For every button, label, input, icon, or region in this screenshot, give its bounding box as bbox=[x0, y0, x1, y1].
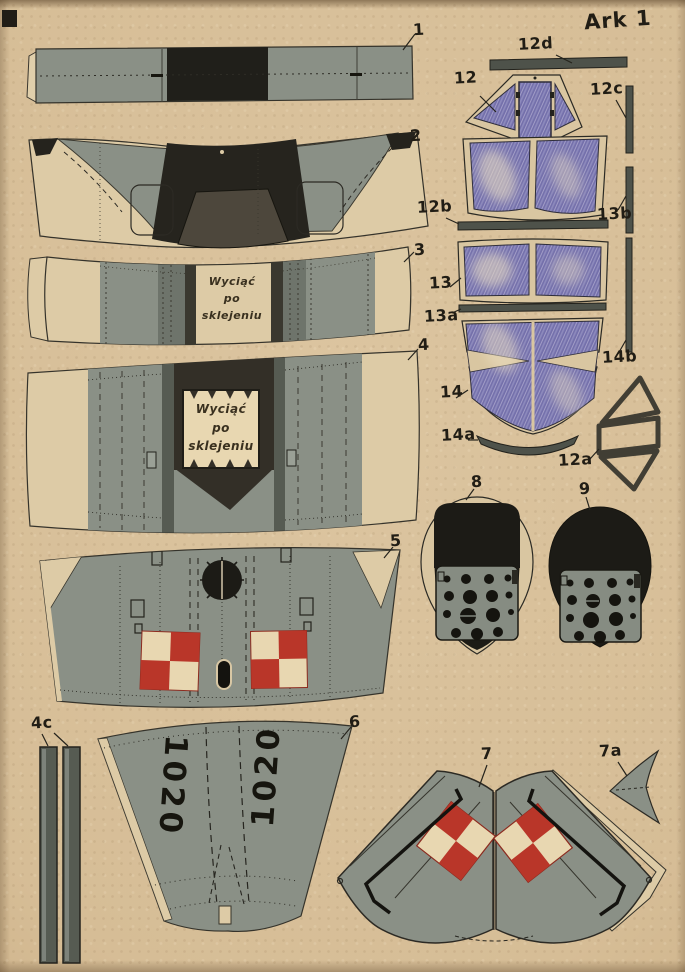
leader-9 bbox=[585, 496, 591, 511]
part-5-turret-circle bbox=[200, 557, 244, 600]
leader-12c bbox=[615, 99, 627, 119]
part-13 bbox=[449, 238, 609, 304]
part-label-13: 13 bbox=[428, 272, 453, 293]
part-label-12b: 12b bbox=[416, 196, 453, 217]
part-14a bbox=[468, 434, 580, 456]
part-label-12a: 12a bbox=[557, 449, 594, 470]
part-label-12c: 12c bbox=[589, 78, 624, 99]
part-label-6: 6 bbox=[348, 711, 362, 732]
part-label-12d: 12d bbox=[517, 33, 554, 54]
part-label-4c: 4c bbox=[30, 712, 54, 733]
part-label-8: 8 bbox=[470, 471, 484, 492]
part-14b bbox=[617, 237, 633, 355]
part-label-14b: 14b bbox=[601, 346, 638, 367]
leader-12d bbox=[555, 54, 573, 64]
part-label-5: 5 bbox=[389, 530, 403, 551]
part-7a bbox=[609, 749, 661, 825]
part-label-13a: 13a bbox=[423, 305, 460, 326]
part-1 bbox=[26, 33, 416, 104]
part-8 bbox=[420, 488, 534, 655]
part-1-black-band bbox=[167, 47, 268, 101]
part-4 bbox=[25, 348, 420, 534]
part-label-2: 2 bbox=[409, 125, 423, 146]
scan-mark bbox=[2, 10, 17, 27]
part-label-12: 12 bbox=[453, 67, 478, 88]
sheet-title: Ark 1 bbox=[583, 5, 653, 35]
leader-4 bbox=[407, 348, 419, 361]
leader-8 bbox=[465, 488, 475, 501]
leader-13 bbox=[449, 277, 462, 288]
leader-1 bbox=[402, 33, 416, 51]
part-9 bbox=[548, 496, 652, 648]
part-12b bbox=[445, 217, 609, 231]
part-6 bbox=[97, 720, 353, 933]
leader-12b bbox=[445, 217, 460, 225]
tail-number-left: 1020 bbox=[151, 733, 195, 839]
part-label-3: 3 bbox=[413, 239, 427, 260]
part-label-14: 14 bbox=[439, 381, 464, 402]
part-label-7a: 7a bbox=[598, 740, 623, 761]
cut-note-part3: Wyciąć po sklejeniu bbox=[201, 275, 263, 323]
tail-number-right: 1020 bbox=[244, 723, 288, 829]
part-13b bbox=[617, 166, 634, 234]
part-5 bbox=[39, 546, 401, 708]
part-5-insignia-right bbox=[250, 629, 309, 689]
leader-5 bbox=[383, 546, 394, 559]
part-12 bbox=[462, 74, 608, 221]
leader-14b bbox=[617, 339, 627, 355]
leader-12 bbox=[479, 95, 497, 113]
leader-4c bbox=[41, 732, 69, 747]
part-label-4: 4 bbox=[417, 334, 431, 355]
leader-3 bbox=[403, 251, 415, 263]
part-5-insignia-left bbox=[139, 630, 201, 692]
part-label-14a: 14a bbox=[440, 424, 477, 445]
part-12d bbox=[489, 54, 628, 71]
leader-6 bbox=[340, 726, 352, 740]
part-5-oval-detail bbox=[216, 659, 232, 690]
cut-note-part4: Wyciąć po sklejeniu bbox=[188, 402, 254, 454]
leader-13a bbox=[451, 308, 462, 314]
part-13a bbox=[451, 302, 607, 314]
part-label-9: 9 bbox=[578, 478, 592, 499]
part-12a bbox=[589, 375, 661, 492]
part-14 bbox=[455, 317, 604, 435]
leader-7 bbox=[478, 764, 488, 788]
part-12c bbox=[615, 85, 634, 154]
part-4c bbox=[39, 732, 81, 964]
part-label-7: 7 bbox=[480, 743, 494, 764]
leader-2 bbox=[401, 139, 413, 148]
leader-7a bbox=[617, 761, 628, 777]
leader-12a bbox=[589, 448, 600, 460]
leader-13b bbox=[617, 195, 627, 211]
leader-14 bbox=[455, 389, 469, 399]
part-7 bbox=[336, 764, 667, 944]
part-2 bbox=[28, 131, 429, 249]
part-label-13b: 13b bbox=[596, 203, 633, 224]
part-label-1: 1 bbox=[412, 19, 426, 40]
part-4-note-panel bbox=[182, 389, 260, 469]
